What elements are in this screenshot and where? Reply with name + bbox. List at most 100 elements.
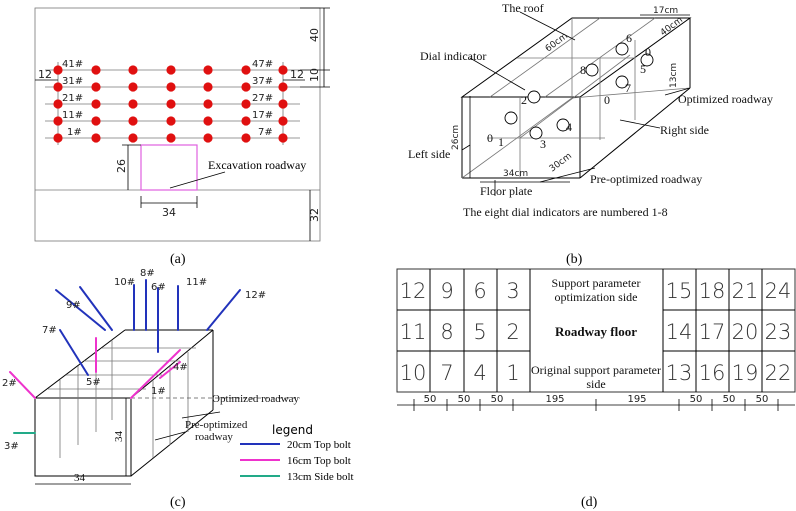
bolt-label: 5# (86, 377, 101, 388)
dial-number: 3 (540, 137, 546, 151)
grid-cell-number: 17 (699, 320, 726, 344)
monitoring-point-dot (128, 116, 138, 126)
monitoring-point-dot (166, 65, 176, 75)
dim-30cm: 30cm (548, 151, 574, 174)
dim-40: 40 (308, 28, 321, 42)
panel-d: 12 9 6 3 11 8 5 2 10 7 4 1 15 18 21 24 1… (396, 268, 796, 510)
dim-chain-label: 50 (690, 394, 703, 405)
bolt-label: 2# (2, 378, 17, 389)
point-label: 7# (258, 127, 273, 138)
inner-grid (461, 17, 691, 179)
legend-title: legend (272, 423, 313, 437)
dim-34: 34 (162, 206, 176, 219)
dim-34-height: 34 (113, 431, 125, 443)
label-right-side: Right side (660, 123, 709, 137)
monitoring-point-dot (53, 99, 63, 109)
excavation-leader (169, 171, 226, 189)
zero-mark: 0 (645, 45, 651, 59)
legend: legend 20cm Top bolt 16cm Top bolt 13cm … (240, 423, 354, 483)
dim-chain-label: 50 (458, 394, 471, 405)
bolt-9 (55, 289, 106, 331)
monitoring-point-dot (91, 133, 101, 143)
dim-26: 26 (115, 159, 128, 173)
legend-item: 20cm Top bolt (287, 439, 351, 451)
monitoring-point-dot (241, 116, 251, 126)
panel-a-frame (34, 7, 321, 242)
monitoring-point-dot (91, 82, 101, 92)
monitoring-point-dot (278, 133, 288, 143)
bolt-12 (206, 289, 241, 331)
center-top-line1: Support parameter (552, 276, 641, 290)
dimension-chain (397, 399, 795, 411)
point-label: 17# (252, 110, 273, 121)
dim-13cm: 13cm (669, 63, 679, 88)
grid-cell-number: 9 (440, 279, 453, 303)
monitoring-point-dot (128, 99, 138, 109)
floor-grid-frame (396, 268, 796, 393)
grid-cell-number: 1 (506, 361, 519, 385)
bolt-label: 7# (42, 325, 57, 336)
center-top-line2: optimization side (555, 290, 638, 304)
bolt-1 (130, 349, 181, 399)
dim-chain-label: 50 (491, 394, 504, 405)
dim-17cm: 17cm (653, 6, 678, 16)
bolt-label: 11# (186, 277, 207, 288)
dim-34-width: 34 (74, 472, 86, 484)
grid-cell-number: 5 (473, 320, 486, 344)
legend-item: 16cm Top bolt (287, 455, 351, 467)
grid-cell-number: 19 (732, 361, 759, 385)
point-label: 27# (252, 93, 273, 104)
monitoring-point-dot (53, 82, 63, 92)
dim-chain-label: 50 (723, 394, 736, 405)
dial-number: 4 (566, 120, 572, 134)
grid-cell-number: 21 (732, 279, 759, 303)
legend-item: 13cm Side bolt (287, 471, 354, 483)
bolt-7-upper (79, 286, 113, 331)
grid-cell-number: 23 (765, 320, 792, 344)
label-dial-indicator: Dial indicator (420, 49, 486, 63)
caption-c: (c) (170, 495, 186, 510)
monitoring-point-dot (241, 99, 251, 109)
roadway-box-wireframe (460, 17, 692, 179)
label-left-side: Left side (408, 147, 450, 161)
zero-mark: 0 (604, 93, 610, 107)
bolt-label: 9# (66, 300, 81, 311)
caption-b: (b) (566, 252, 583, 267)
monitoring-point-dot (53, 65, 63, 75)
bolts (9, 279, 241, 434)
grid-cell-number: 13 (666, 361, 693, 385)
label-note: The eight dial indicators are numbered 1… (463, 205, 668, 219)
monitoring-point-dot (203, 65, 213, 75)
monitoring-point-dot (128, 65, 138, 75)
caption-d: (d) (581, 495, 598, 510)
dial-number: 2 (521, 93, 527, 107)
bolt-label: 1# (151, 386, 166, 397)
center-bottom-line1: Original support parameter (531, 363, 661, 377)
excavation-roadway-box (140, 144, 198, 191)
dim-34cm: 34cm (503, 169, 528, 179)
grid-cell-number: 22 (765, 361, 792, 385)
dim-chain-label: 50 (756, 394, 769, 405)
monitoring-point-dot (241, 133, 251, 143)
panel-b-leaders (461, 11, 691, 196)
bolt-label: 4# (173, 362, 188, 373)
monitoring-point-dot (166, 99, 176, 109)
excavation-label: Excavation roadway (208, 158, 306, 172)
monitoring-point-dot (203, 116, 213, 126)
point-label: 21# (62, 93, 83, 104)
monitoring-point-dot (91, 65, 101, 75)
monitoring-point-dot (241, 65, 251, 75)
grid-cell-number: 7 (440, 361, 453, 385)
monitoring-point-dot (278, 82, 288, 92)
roadway-3d-box (34, 329, 214, 477)
grid-cell-number: 4 (473, 361, 486, 385)
zero-mark: 0 (487, 131, 493, 145)
point-label: 47# (252, 59, 273, 70)
panel-a-dimensions (35, 7, 330, 241)
dim-chain-label: 195 (545, 394, 564, 405)
label-roof: The roof (502, 1, 544, 15)
grid-cell-number: 3 (506, 279, 519, 303)
bolt-label: 12# (245, 290, 266, 301)
dial-number: 5 (640, 62, 646, 76)
center-bottom-line2: side (586, 377, 605, 391)
